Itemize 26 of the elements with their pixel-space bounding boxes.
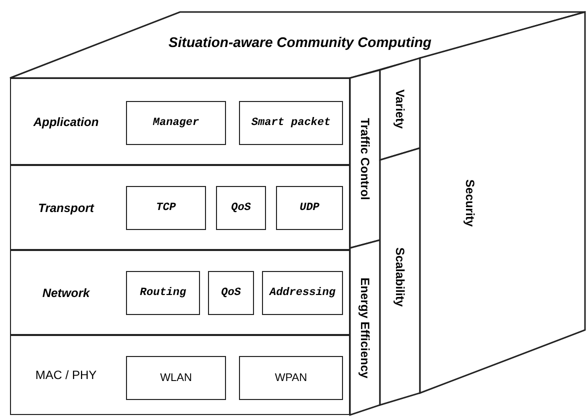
layer-label: Transport [37,200,96,214]
protocol-box: UDP [276,186,343,230]
layer-label: Network [41,286,91,300]
side-band-label: Traffic Control [358,118,372,200]
side-band [350,70,380,248]
layer-band [10,78,350,165]
protocol-box: Smart packet [239,101,343,145]
layer-band [10,335,350,415]
side-band-label: Energy Efficiency [358,277,372,378]
side-band-label: Scalability [393,246,407,306]
protocol-box: Manager [126,101,226,145]
protocol-box: WLAN [126,356,226,400]
protocol-box: QoS [216,186,266,230]
side-band-label: Security [463,178,477,226]
protocol-box: Routing [126,271,200,315]
layer-band [10,165,350,250]
layer-band [10,250,350,335]
layer-label: Application [32,114,100,128]
protocol-box: TCP [126,186,206,230]
protocol-box: Addressing [262,271,343,315]
top-face-label: Situation-aware Community Computing [168,34,432,50]
side-band [350,240,380,415]
protocol-box: QoS [208,271,254,315]
protocol-box: WPAN [239,356,343,400]
side-band-label: Variety [393,89,407,129]
layer-label: MAC / PHY [34,368,98,382]
